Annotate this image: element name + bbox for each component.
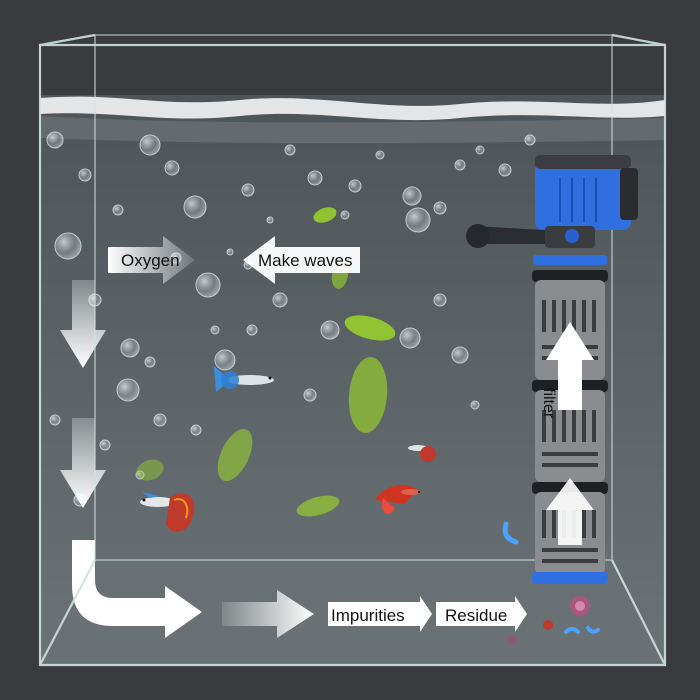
leaf — [217, 428, 253, 482]
guppy-red-large — [140, 492, 195, 532]
leaf — [136, 459, 164, 481]
filter-up-arrow-2 — [546, 478, 594, 545]
worm — [586, 626, 600, 634]
leaf — [344, 315, 396, 341]
right-arrow — [222, 590, 314, 638]
impurities-label: Impurities — [331, 606, 405, 625]
make-waves-arrow — [243, 236, 360, 284]
filter-up-arrow-1 — [546, 322, 594, 410]
residue-particle — [507, 635, 517, 645]
worm — [502, 521, 519, 545]
residue-particles — [502, 521, 600, 645]
residue-arrow — [436, 596, 527, 632]
filter-label: filter — [540, 388, 557, 419]
water-surface — [40, 96, 665, 121]
residue-particle — [543, 620, 553, 630]
worm — [564, 627, 580, 634]
impurities-arrow — [328, 596, 432, 632]
outlet-nozzle — [472, 226, 545, 244]
residue-label: Residue — [445, 606, 508, 625]
oxygen-arrow — [108, 236, 195, 284]
leaf — [296, 495, 340, 517]
tank-frame — [38, 33, 667, 667]
water-surface-glow — [40, 116, 665, 144]
oxygen-label: Oxygen — [121, 251, 180, 270]
guppy-blue — [214, 366, 274, 392]
filter-base — [532, 572, 608, 584]
filter-pump — [466, 155, 638, 584]
make-waves-label: Make waves — [258, 251, 353, 270]
guppy-red-tiny — [408, 445, 436, 462]
guppy-red-small — [375, 484, 421, 515]
bend-arrow — [72, 540, 202, 638]
leaf — [313, 207, 337, 223]
bubbles — [46, 131, 536, 507]
leaf — [348, 357, 388, 433]
